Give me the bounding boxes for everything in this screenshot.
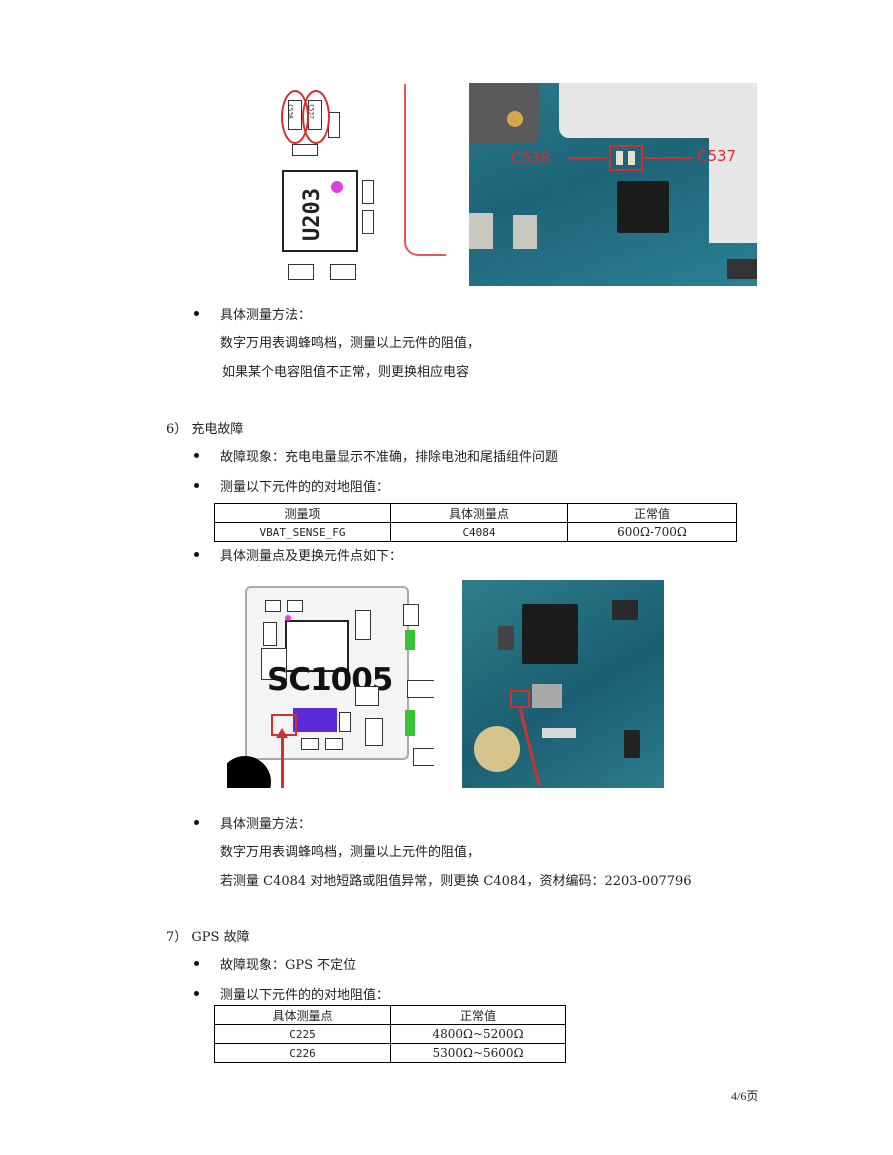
table-cell: 600Ω-700Ω xyxy=(567,522,737,542)
bullet xyxy=(194,961,199,966)
chip-u203-label: U203 xyxy=(299,188,325,241)
table-header-row: 测量项 具体测量点 正常值 xyxy=(214,503,737,523)
photo-component xyxy=(532,684,562,708)
gold-contact xyxy=(507,111,523,127)
table-header-cell: 具体测量点 xyxy=(214,1005,391,1025)
photo-label-c538: C538 xyxy=(511,149,551,167)
red-box-caps xyxy=(609,145,643,171)
table-cell: 4800Ω~5200Ω xyxy=(390,1024,566,1044)
schem-part xyxy=(355,686,379,706)
schem-part xyxy=(355,610,371,640)
method-heading-2: 具体测量方法： xyxy=(220,817,312,832)
photo-chip-small xyxy=(498,626,514,650)
part-below-caps xyxy=(292,144,318,156)
page-number: 4/6页 xyxy=(731,1089,759,1103)
method-heading-1: 具体测量方法： xyxy=(220,308,312,323)
section-7-table: 具体测量点 正常值 C225 4800Ω~5200Ω C226 5300Ω~56… xyxy=(214,1005,566,1063)
photo-white-part xyxy=(542,728,576,738)
schem-part xyxy=(265,600,281,612)
table-row: C225 4800Ω~5200Ω xyxy=(214,1024,566,1044)
pcb-photo-c537: C538 C537 xyxy=(469,83,757,286)
photo-component-right xyxy=(612,600,638,620)
pad-2 xyxy=(628,151,635,165)
green-part xyxy=(405,630,415,650)
red-arrow-shaft xyxy=(281,736,284,788)
schem-part xyxy=(287,600,303,612)
photo-pad-left-1 xyxy=(469,213,493,249)
schem-part xyxy=(407,680,434,698)
shield-part xyxy=(469,83,539,143)
pad-1 xyxy=(616,151,623,165)
method-line-2b: 若测量 C4084 对地短路或阻值异常，则更换 C4084，资材编码：2203-… xyxy=(220,874,692,889)
table-header-cell: 正常值 xyxy=(567,503,737,523)
photo-label-c537: C537 xyxy=(697,147,737,165)
table-cell: C226 xyxy=(214,1043,391,1063)
table-header-row: 具体测量点 正常值 xyxy=(214,1005,566,1025)
section-6-title: 6） 充电故障 xyxy=(166,422,244,437)
section-7-measure-intro: 测量以下元件的的对地阻值： xyxy=(220,988,390,1003)
schem-part xyxy=(263,622,277,646)
schem-part xyxy=(339,712,351,732)
photo-chip-large xyxy=(522,604,578,664)
chip-outline xyxy=(285,620,349,672)
bullet xyxy=(194,552,199,557)
part-right-1 xyxy=(362,180,374,204)
green-part xyxy=(405,710,415,736)
table-row: C226 5300Ω~5600Ω xyxy=(214,1043,566,1063)
part-bottom-2 xyxy=(330,264,356,280)
pcb-photo-c4084 xyxy=(462,580,664,788)
method-line-1a: 数字万用表调蜂鸣档，测量以上元件的阻值， xyxy=(220,336,481,351)
section-7-title: 7） GPS 故障 xyxy=(166,930,250,945)
photo-white-area-right xyxy=(709,123,757,243)
red-trace xyxy=(404,84,446,256)
schem-part xyxy=(413,748,434,766)
purple-highlight xyxy=(293,708,337,732)
section-7-symptom: 故障现象：GPS 不定位 xyxy=(220,958,357,973)
schem-part xyxy=(365,718,383,746)
bullet xyxy=(194,991,199,996)
table-header-cell: 正常值 xyxy=(390,1005,566,1025)
table-cell: 5300Ω~5600Ω xyxy=(390,1043,566,1063)
schematic-image-sc1005: SC1005 xyxy=(227,580,434,788)
black-corner-shape xyxy=(227,756,271,788)
part-right-2 xyxy=(362,210,374,234)
photo-chip xyxy=(617,181,669,233)
table-header-cell: 具体测量点 xyxy=(390,503,568,523)
bullet xyxy=(194,483,199,488)
photo-round-pad xyxy=(474,726,520,772)
section-6-symptom: 故障现象：充电电量显示不准确，排除电池和尾插组件问题 xyxy=(220,450,559,465)
schem-part xyxy=(325,738,343,750)
table-header-cell: 测量项 xyxy=(214,503,391,523)
method-line-1b: 如果某个电容阻值不正常，则更换相应电容 xyxy=(222,365,470,380)
pin1-dot xyxy=(331,181,343,193)
arrow-right xyxy=(643,157,693,159)
arrow-left xyxy=(567,157,607,159)
red-arrow-head xyxy=(276,728,288,738)
table-cell: VBAT_SENSE_FG xyxy=(214,522,391,542)
bullet xyxy=(194,453,199,458)
label-c538: C538 xyxy=(286,104,294,119)
red-circle-c537 xyxy=(302,90,330,144)
schematic-image-u203: C538 C537 U203 xyxy=(268,82,448,287)
method-line-2a: 数字万用表调蜂鸣档，测量以上元件的阻值， xyxy=(220,845,481,860)
table-cell: C4084 xyxy=(390,522,568,542)
schem-part xyxy=(301,738,319,750)
bullet xyxy=(194,311,199,316)
part-bottom-1 xyxy=(288,264,314,280)
section-6-measure-intro: 测量以下元件的的对地阻值： xyxy=(220,480,390,495)
chip-u203: U203 xyxy=(282,170,358,252)
schem-part xyxy=(261,648,287,680)
table-row: VBAT_SENSE_FG C4084 600Ω-700Ω xyxy=(214,522,737,542)
section-6-points-intro: 具体测量点及更换元件点如下： xyxy=(220,549,403,564)
photo-chip-right xyxy=(624,730,640,758)
photo-pad-left-2 xyxy=(513,215,537,249)
schem-part xyxy=(403,604,419,626)
section-6-table: 测量项 具体测量点 正常值 VBAT_SENSE_FG C4084 600Ω-7… xyxy=(214,503,737,542)
label-c537: C537 xyxy=(307,104,315,119)
bullet xyxy=(194,820,199,825)
table-cell: C225 xyxy=(214,1024,391,1044)
red-arrow-photo xyxy=(518,705,541,786)
pin-dot xyxy=(285,615,291,621)
photo-bottom-part xyxy=(727,259,757,279)
